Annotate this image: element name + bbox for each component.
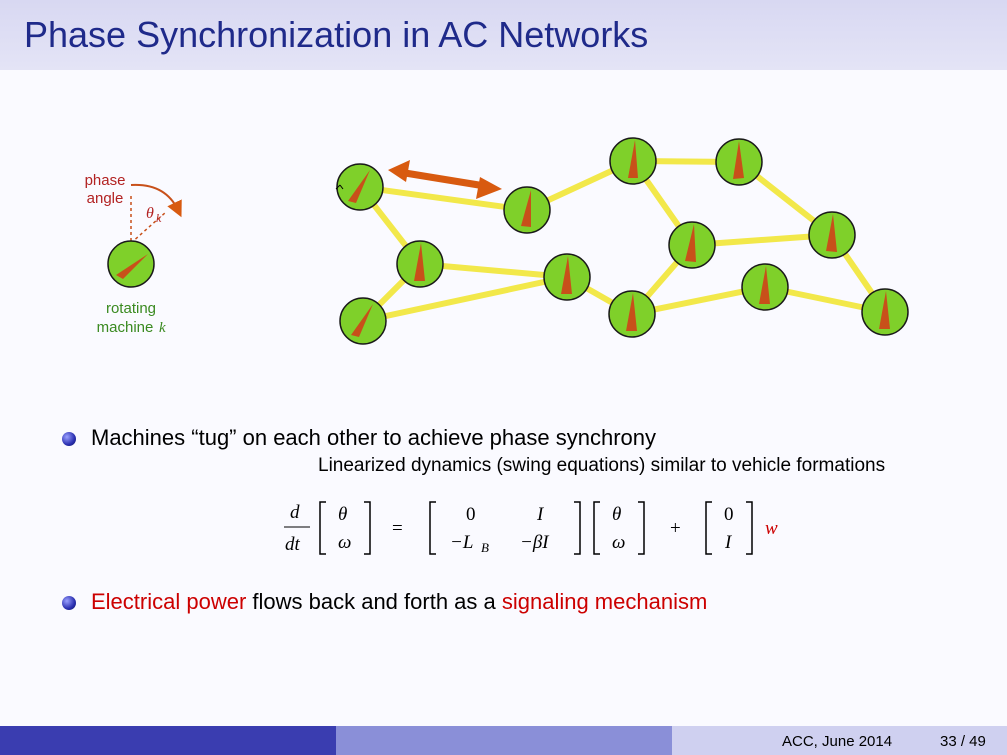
eq-plus: + (670, 518, 681, 539)
edge (360, 274, 570, 324)
rotating-machine-icon (107, 240, 155, 288)
footer-venue: ACC, June 2014 (782, 733, 893, 750)
footer-segment-3: ACC, June 2014 33 / 49 (672, 726, 1007, 755)
bullet-icon (62, 596, 76, 610)
eq-d: d (290, 502, 300, 523)
rotating-machine-icon (668, 221, 716, 269)
edge (357, 184, 530, 213)
angle-label: angle (87, 190, 124, 207)
eq-omega-2: ω (612, 532, 625, 553)
rotating-machine-icon (396, 240, 444, 288)
bullet-1-subtext: Linearized dynamics (swing equations) si… (318, 455, 886, 476)
eq-w: w (765, 518, 778, 539)
rotating-machine-icon (503, 186, 551, 234)
rotating-machine-icon (741, 263, 789, 311)
double-arrow-icon (388, 160, 502, 199)
bullet-icon (62, 432, 76, 446)
rotating-label: rotating (106, 300, 156, 317)
swing-equation: d dt θ ω = 0 I −L B −βI θ ω + 0 I w (284, 501, 778, 555)
rotating-machine-icon (608, 290, 656, 338)
eq-zero-1: 0 (466, 504, 476, 525)
rotating-machine-icon (609, 137, 657, 185)
eq-minus-beta-I: −βI (520, 532, 550, 553)
theta-label: θ (146, 205, 154, 222)
bullet-2-emphasis-2: signaling mechanism (501, 589, 708, 614)
edge (417, 261, 570, 280)
eq-dt: dt (285, 534, 301, 555)
rotating-machine-icon (335, 163, 384, 211)
network-figure: phase angle θ k rotating machine k (85, 137, 909, 345)
slide-title: Phase Synchronization in AC Networks (24, 14, 649, 55)
rotating-machine-icon (339, 297, 387, 345)
network-machines (335, 137, 909, 345)
eq-zero-2: 0 (724, 504, 734, 525)
footer-bar: ACC, June 2014 33 / 49 (0, 726, 1007, 755)
machine-label: machine (97, 319, 154, 336)
title-bar: Phase Synchronization in AC Networks (0, 0, 1007, 70)
inset-diagram: phase angle θ k rotating machine k (85, 172, 182, 336)
eq-I-2: I (724, 532, 733, 553)
eq-theta-1: θ (338, 504, 347, 525)
eq-theta-2: θ (612, 504, 621, 525)
footer-page-number: 33 / 49 (940, 733, 986, 750)
eq-I-1: I (536, 504, 545, 525)
bullet-2-text: Electrical power flows back and forth as… (91, 589, 707, 615)
eq-minus-LB: −L (450, 532, 473, 553)
footer-segment-2 (336, 726, 672, 755)
machine-k-label: k (159, 320, 166, 336)
footer-segment-1 (0, 726, 336, 755)
bullet-2-middle: flows back and forth as a (246, 589, 502, 614)
rotating-machine-icon (543, 253, 591, 301)
rotating-machine-icon (808, 211, 856, 259)
theta-subscript: k (156, 211, 162, 225)
rotating-machine-icon (861, 288, 909, 336)
bullet-2-emphasis-1: Electrical power (91, 589, 247, 614)
eq-equals: = (392, 518, 403, 539)
bullet-1-text: Machines “tug” on each other to achieve … (91, 425, 656, 450)
eq-omega-1: ω (338, 532, 351, 553)
eq-B-subscript: B (481, 540, 489, 555)
rotating-machine-icon (715, 138, 763, 186)
phase-label: phase (85, 172, 126, 189)
